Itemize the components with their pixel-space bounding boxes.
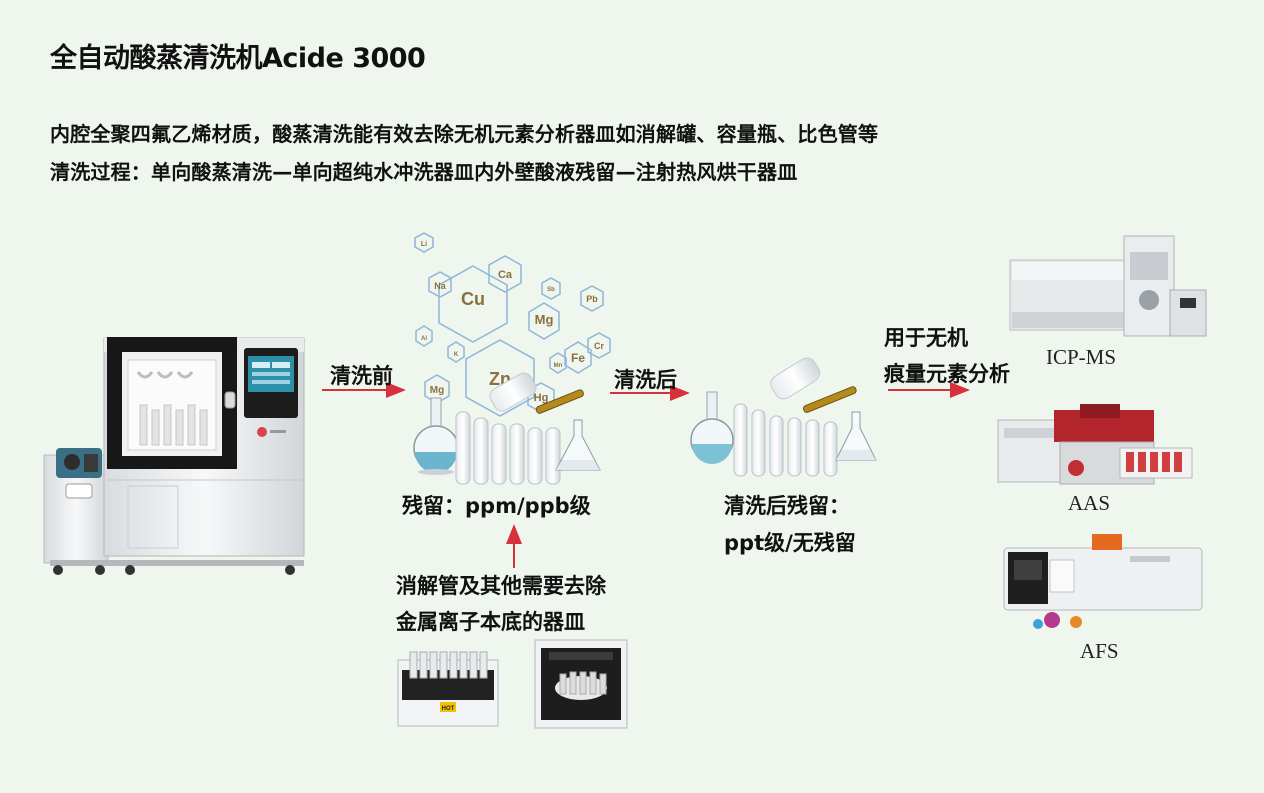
description-line-2: 清洗过程：单向酸蒸清洗—单向超纯水冲洗器皿内外壁酸液残留—注射热风烘干器皿	[50, 160, 798, 184]
residue-after-label-line-1: 清洗后残留：	[724, 494, 850, 518]
after-clean-label: 清洗后	[614, 368, 677, 392]
residue-before-label: 残留：ppm/ppb级	[402, 494, 591, 518]
usage-label-line-1: 用于无机	[884, 326, 968, 350]
hexagon	[564, 341, 592, 374]
icp-ms-instrument-image	[1009, 235, 1207, 337]
element-symbol-ca: Ca	[498, 269, 513, 281]
microwave-digester-image	[534, 639, 628, 729]
element-symbol-sb: Sb	[547, 287, 555, 293]
hexagon	[438, 265, 508, 343]
element-symbol-hg: Hg	[534, 392, 549, 404]
element-symbol-mn: Mn	[554, 363, 563, 369]
vessels-after-clean-image	[690, 357, 877, 477]
residue-after-label-line-2: ppt级/无残留	[724, 531, 856, 555]
element-symbol-fe: Fe	[571, 351, 585, 365]
element-symbol-na: Na	[434, 281, 446, 291]
element-symbol-cu: Cu	[461, 289, 485, 309]
hexagon	[549, 352, 567, 374]
afs-caption: AFS	[1080, 639, 1119, 663]
element-symbol-li: Li	[421, 241, 427, 248]
source-vessels-label-line-2: 金属离子本底的器皿	[396, 610, 585, 634]
hexagon	[447, 341, 465, 363]
hexagon	[587, 332, 611, 359]
afs-instrument-image	[1003, 534, 1203, 629]
digestion-block-image: HOT	[397, 651, 499, 727]
element-symbol-mg: Mg	[430, 385, 444, 396]
acid-steam-washer-image	[43, 337, 305, 575]
icp-ms-caption: ICP-MS	[1046, 345, 1117, 369]
aas-instrument-image	[997, 404, 1193, 485]
hexagon	[528, 302, 560, 340]
hexagon	[414, 232, 434, 253]
element-symbol-al: Al	[421, 336, 427, 342]
hexagon	[488, 255, 522, 293]
description-line-1: 内腔全聚四氟乙烯材质，酸蒸清洗能有效去除无机元素分析器皿如消解罐、容量瓶、比色管…	[50, 122, 879, 146]
hexagon	[580, 285, 604, 312]
metal-ion-cloud	[414, 232, 611, 417]
element-symbol-mg: Mg	[535, 312, 554, 327]
page-title: 全自动酸蒸清洗机Acide 3000	[50, 43, 426, 74]
source-vessels-label-line-1: 消解管及其他需要去除	[396, 574, 606, 598]
element-symbol-pb: Pb	[586, 294, 598, 304]
before-clean-label: 清洗前	[330, 364, 393, 388]
element-symbol-k: K	[454, 352, 459, 358]
hexagon	[541, 277, 561, 300]
aas-caption: AAS	[1068, 491, 1111, 515]
hexagon	[465, 339, 535, 417]
hexagon	[415, 325, 433, 347]
element-symbol-cr: Cr	[594, 341, 604, 351]
usage-label-line-2: 痕量元素分析	[884, 362, 1010, 386]
vessels-before-clean-image	[413, 372, 601, 485]
hot-badge: HOT	[442, 706, 455, 712]
